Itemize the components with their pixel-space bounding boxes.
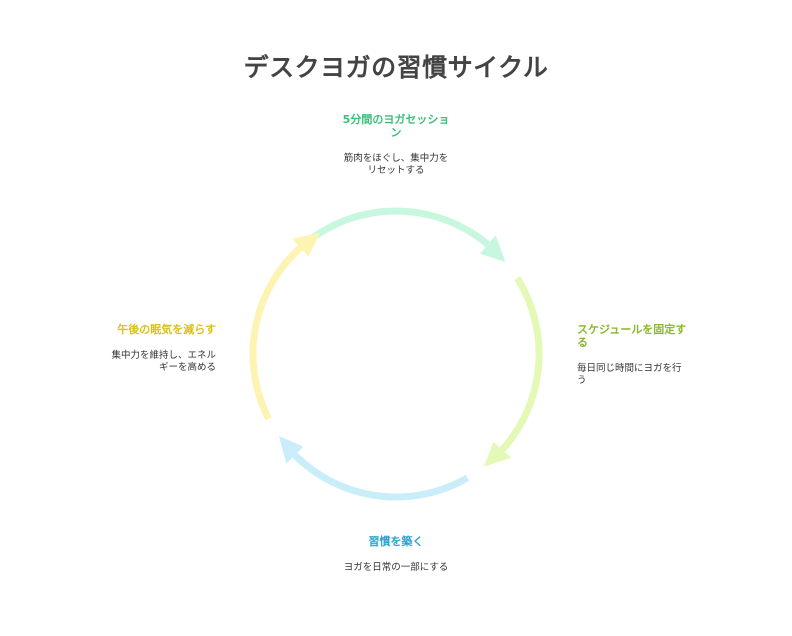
cycle-arrow-bottom-head xyxy=(278,436,304,464)
page-title: デスクヨガの習慣サイクル xyxy=(243,53,549,82)
step-build-habit-title: 習慣を築く xyxy=(368,535,424,548)
step-fix-schedule: スケジュールを固定する 毎日同じ時間にヨガを行う xyxy=(577,323,689,387)
cycle-arrow-bottom xyxy=(292,452,470,501)
step-reduce-drowsiness-description: 集中力を維持し、エネルギーを高める xyxy=(111,350,216,373)
step-reduce-drowsiness-title: 午後の眠気を減らす xyxy=(117,323,216,336)
step-build-habit-description: ヨガを日常の一部にする xyxy=(343,562,449,573)
step-fix-schedule-description: 毎日同じ時間にヨガを行う xyxy=(577,363,682,386)
cycle-arrow-left xyxy=(249,245,303,421)
step-yoga-session-title: 5分間のヨガセッション xyxy=(342,113,450,139)
cycle-arrow-top-head xyxy=(480,235,506,263)
step-yoga-session-description: 筋肉をほぐし、集中力をリセットする xyxy=(343,153,449,176)
step-yoga-session: 5分間のヨガセッション 筋肉をほぐし、集中力をリセットする xyxy=(340,113,452,177)
cycle-arrow-right xyxy=(499,276,543,453)
step-reduce-drowsiness: 午後の眠気を減らす 集中力を維持し、エネルギーを高める xyxy=(104,323,216,374)
cycle-arrow-left-head xyxy=(292,232,321,257)
cycle-arrow-right-head xyxy=(484,441,512,467)
step-fix-schedule-title: スケジュールを固定する xyxy=(577,323,687,349)
step-build-habit: 習慣を築く ヨガを日常の一部にする xyxy=(340,535,452,574)
